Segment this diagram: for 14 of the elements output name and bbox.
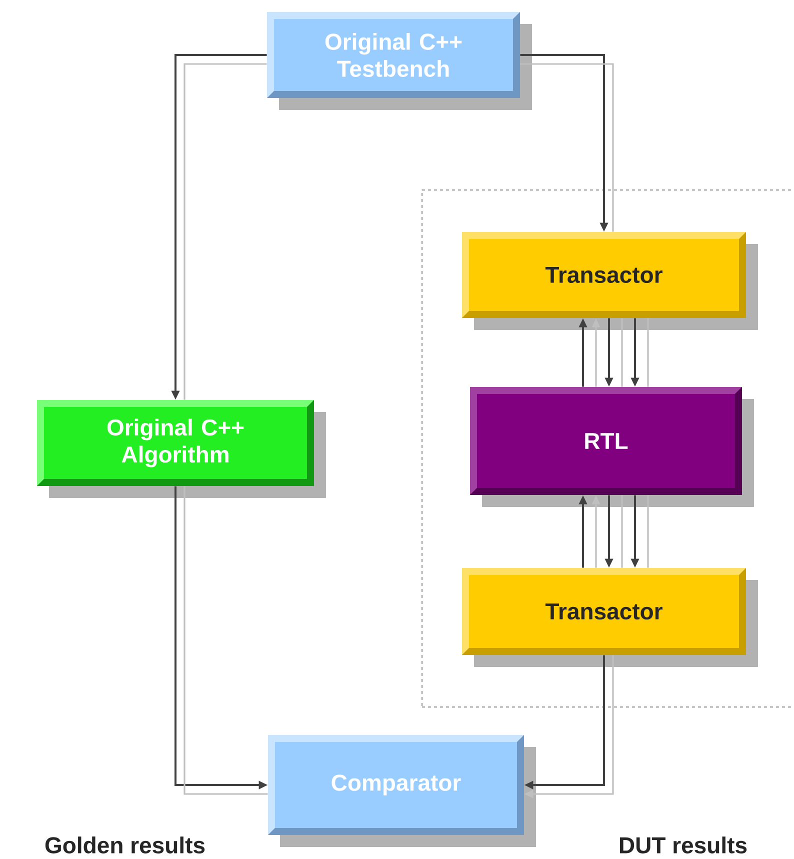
process-box: RTL — [470, 387, 754, 507]
connector-line — [621, 495, 623, 568]
dashed-boundary — [422, 190, 794, 708]
process-box: Comparator — [268, 735, 536, 847]
process-box: Transactor — [462, 568, 758, 667]
process-box: Transactor — [462, 232, 758, 330]
process-box: Original C++ Testbench — [267, 12, 532, 110]
connector-line — [621, 318, 623, 387]
caption-label: DUT results — [620, 836, 747, 854]
caption-label: Golden results — [45, 836, 205, 854]
process-box: Original C++ Algorithm — [37, 400, 326, 498]
connector-line — [647, 495, 649, 568]
connector-line — [647, 318, 649, 387]
connector-line — [184, 63, 267, 400]
